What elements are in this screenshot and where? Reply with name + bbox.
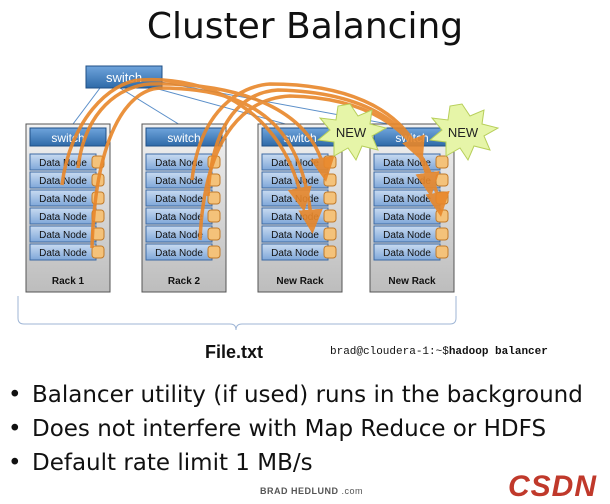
data-node-label: Data Node bbox=[271, 230, 319, 241]
disk-icon bbox=[323, 227, 337, 241]
disk-icon bbox=[435, 155, 449, 169]
data-node-label: Data Node bbox=[39, 230, 87, 241]
data-node-label: Data Node bbox=[271, 212, 319, 223]
disk-icon bbox=[323, 191, 337, 205]
rack-switch-label: switch bbox=[51, 131, 84, 145]
data-node-label: Data Node bbox=[39, 158, 87, 169]
data-node-label: Data Node bbox=[39, 194, 87, 205]
data-node-label: Data Node bbox=[383, 176, 431, 187]
credit-name: BRAD HEDLUND bbox=[260, 486, 339, 496]
disk-icon bbox=[207, 227, 221, 241]
data-node-label: Data Node bbox=[383, 248, 431, 259]
data-node-label: Data Node bbox=[39, 212, 87, 223]
disk-icon bbox=[435, 245, 449, 259]
file-label: File.txt bbox=[205, 342, 264, 362]
new-badge-label: NEW bbox=[336, 125, 367, 140]
data-node-label: Data Node bbox=[271, 158, 319, 169]
balancing-arrows bbox=[60, 77, 450, 249]
bullet-item: Does not interfere with Map Reduce or HD… bbox=[0, 412, 583, 446]
data-node-label: Data Node bbox=[155, 212, 203, 223]
rack-name: Rack 2 bbox=[168, 276, 201, 287]
rack-name: Rack 1 bbox=[52, 276, 85, 287]
data-node-label: Data Node bbox=[271, 248, 319, 259]
terminal-command: brad@cloudera-1:~$hadoop balancer bbox=[330, 346, 548, 358]
new-badge-2: NEW bbox=[428, 103, 500, 162]
command-prompt: brad@cloudera-1:~$ bbox=[330, 346, 449, 358]
bullet-list: Balancer utility (if used) runs in the b… bbox=[0, 378, 583, 480]
new-badge-1: NEW bbox=[316, 103, 388, 162]
data-node-label: Data Node bbox=[155, 230, 203, 241]
rack-switch-label: switch bbox=[167, 131, 200, 145]
disk-icon bbox=[207, 191, 221, 205]
data-node-label: Data Node bbox=[155, 176, 203, 187]
data-node-label: Data Node bbox=[383, 158, 431, 169]
disk-icon bbox=[207, 245, 221, 259]
bullet-item: Default rate limit 1 MB/s bbox=[0, 446, 583, 480]
disk-icon bbox=[323, 209, 337, 223]
rack-name: New Rack bbox=[388, 276, 436, 287]
disk-icon bbox=[207, 209, 221, 223]
data-node-label: Data Node bbox=[383, 230, 431, 241]
command-text: hadoop balancer bbox=[448, 346, 548, 358]
disk-icon bbox=[323, 155, 337, 169]
csdn-logo: CSDN bbox=[508, 470, 598, 503]
data-node-label: Data Node bbox=[155, 194, 203, 205]
disk-icon bbox=[323, 245, 337, 259]
data-node-label: Data Node bbox=[383, 194, 431, 205]
disk-icon bbox=[435, 227, 449, 241]
file-brace bbox=[17, 296, 457, 331]
credit: BRAD HEDLUND .com bbox=[260, 486, 363, 496]
disk-icon bbox=[91, 245, 105, 259]
data-node-label: Data Node bbox=[39, 248, 87, 259]
new-badge-label: NEW bbox=[448, 125, 479, 140]
rack-name: New Rack bbox=[276, 276, 324, 287]
data-node-label: Data Node bbox=[155, 158, 203, 169]
disk-icon bbox=[323, 173, 337, 187]
page-title: Cluster Balancing bbox=[146, 6, 464, 47]
bullet-item: Balancer utility (if used) runs in the b… bbox=[0, 378, 583, 412]
data-node-label: Data Node bbox=[271, 176, 319, 187]
data-node-label: Data Node bbox=[155, 248, 203, 259]
data-node-label: Data Node bbox=[271, 194, 319, 205]
disk-icon bbox=[435, 173, 449, 187]
credit-suffix: .com bbox=[338, 486, 364, 496]
disk-icon bbox=[435, 209, 449, 223]
data-node-label: Data Node bbox=[383, 212, 431, 223]
